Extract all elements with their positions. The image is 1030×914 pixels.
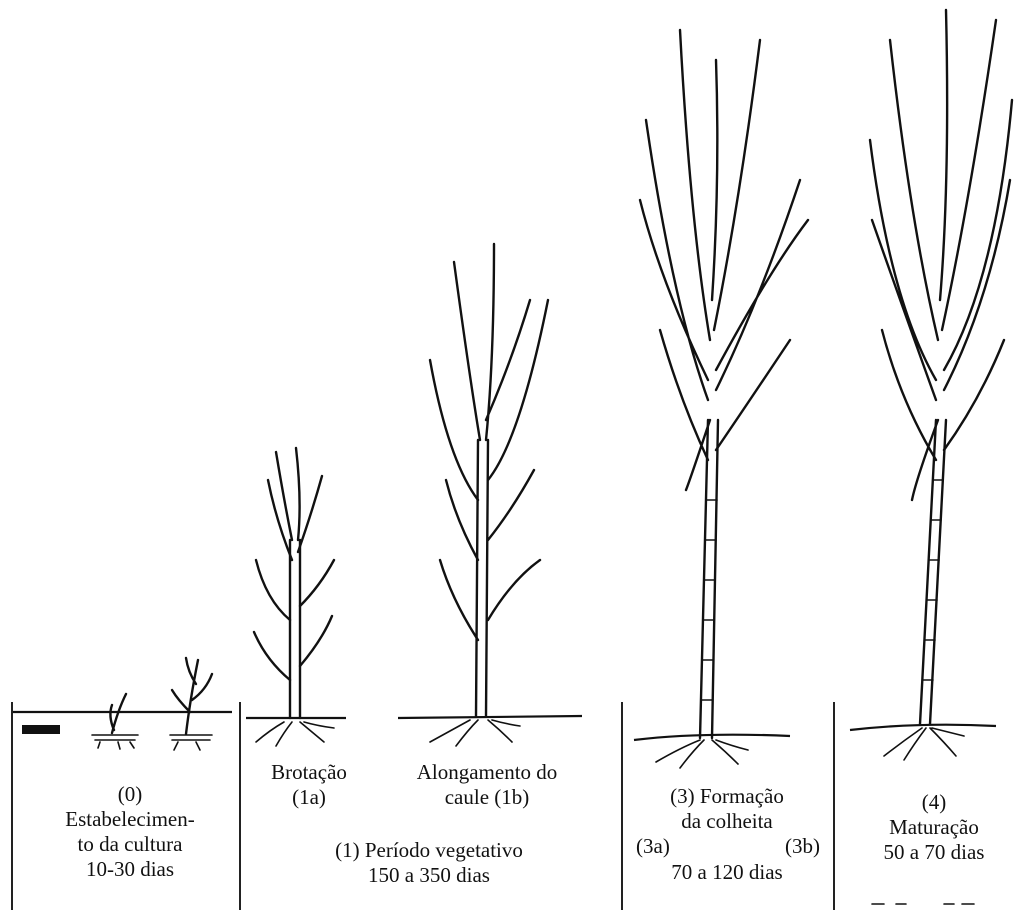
label-stage-3-days: 70 a 120 dias <box>632 860 822 885</box>
label-stage-4-line-3: 50 a 70 dias <box>846 840 1022 865</box>
ground-line-stage-1b <box>398 716 582 718</box>
label-stage-1b: Alongamento do caule (1b) <box>392 760 582 810</box>
sett-bud <box>22 725 60 734</box>
label-stage-0-line-4: 10-30 dias <box>30 857 230 882</box>
label-stage-3-line-1: (3) Formação <box>632 784 822 809</box>
label-stage-1-line-2: 150 a 350 dias <box>294 863 564 888</box>
ground-line-stage-4 <box>850 725 996 730</box>
label-stage-3-substages: (3a) (3b) <box>636 834 820 859</box>
label-stage-1: (1) Período vegetativo 150 a 350 dias <box>294 838 564 888</box>
label-stage-3-days-line-1: 70 a 120 dias <box>632 860 822 885</box>
label-stage-3b: (3b) <box>785 834 820 859</box>
sett-plant-icon <box>22 658 212 750</box>
sprouting-plant-icon <box>254 448 334 746</box>
label-stage-3: (3) Formação da colheita <box>632 784 822 834</box>
label-stage-4-line-2: Maturação <box>846 815 1022 840</box>
label-stage-1a-line-2: (1a) <box>254 785 364 810</box>
label-stage-1b-line-2: caule (1b) <box>392 785 582 810</box>
label-stage-1a: Brotação (1a) <box>254 760 364 810</box>
mature-plant-icon <box>870 10 1012 904</box>
label-stage-1b-line-1: Alongamento do <box>392 760 582 785</box>
label-stage-3a: (3a) <box>636 834 670 859</box>
label-stage-0: (0) Estabelecimen- to da cultura 10-30 d… <box>30 782 230 882</box>
label-stage-4: (4) Maturação 50 a 70 dias <box>846 790 1022 865</box>
label-stage-1-line-1: (1) Período vegetativo <box>294 838 564 863</box>
label-stage-1a-line-1: Brotação <box>254 760 364 785</box>
ground-lines <box>12 712 996 740</box>
label-stage-3-line-2: da colheita <box>632 809 822 834</box>
yield-formation-plant-icon <box>640 30 808 768</box>
label-stage-0-line-3: to da cultura <box>30 832 230 857</box>
label-stage-0-line-1: (0) <box>30 782 230 807</box>
label-stage-0-line-2: Estabelecimen- <box>30 807 230 832</box>
elongating-plant-icon <box>430 244 548 746</box>
label-stage-4-line-1: (4) <box>846 790 1022 815</box>
